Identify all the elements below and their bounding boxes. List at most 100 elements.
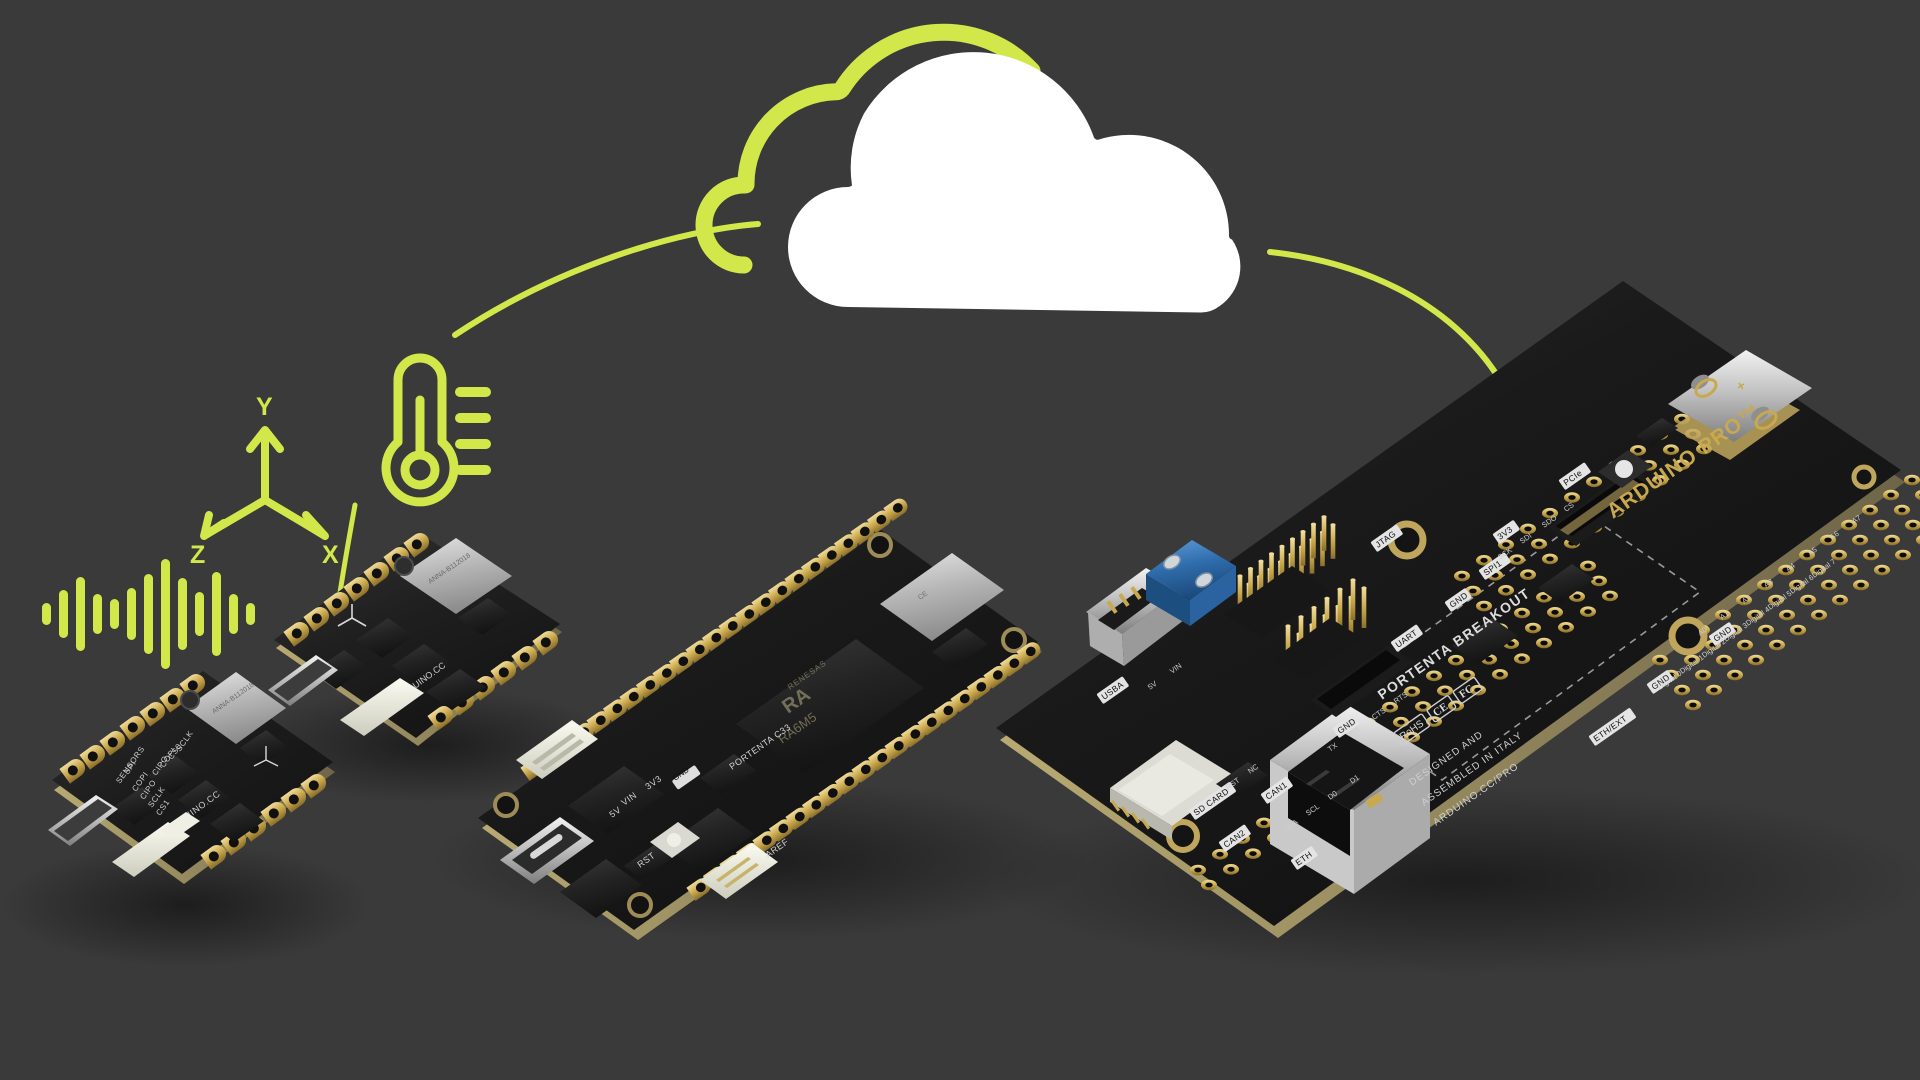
gold-pad xyxy=(1852,534,1868,546)
gold-pad xyxy=(1514,653,1530,664)
cloud-outline-icon xyxy=(695,23,1041,274)
gold-pad xyxy=(1915,490,1920,500)
gold-pad xyxy=(1747,609,1763,621)
screw-terminal-block[interactable] xyxy=(1146,540,1236,626)
gold-pad xyxy=(1520,523,1536,535)
header-pad xyxy=(818,783,843,807)
micro-usb-connector[interactable] xyxy=(268,655,338,706)
header-pin[interactable] xyxy=(1279,544,1285,581)
header-pin[interactable] xyxy=(1311,606,1317,648)
header-pin[interactable] xyxy=(1324,596,1330,639)
nicla-sense-board[interactable]: ANNA-B112018 SPI SENSORS COPI CIPO SCLK … xyxy=(48,670,335,884)
gold-pad xyxy=(1602,590,1618,602)
micro-usb-connector[interactable] xyxy=(48,795,118,846)
silkscreen-axis-icon xyxy=(253,746,279,767)
reset-button[interactable] xyxy=(394,556,414,576)
ic-package xyxy=(1216,418,1678,797)
jst-battery-connector[interactable] xyxy=(516,720,598,779)
silkscreen-pin-label: A0 xyxy=(1696,625,1709,638)
silkscreen-pin-label: A4 xyxy=(1784,561,1797,574)
gold-pad xyxy=(1904,474,1920,486)
portenta-breakout-board[interactable]: + xyxy=(996,281,1920,938)
usb-c-connector[interactable] xyxy=(500,817,594,884)
portenta-c33-board[interactable]: RA RA6M5 RENESAS CE xyxy=(478,496,1044,940)
header-pin[interactable] xyxy=(1350,578,1356,620)
reset-button[interactable] xyxy=(180,690,200,710)
axis-label-z: Z xyxy=(190,541,205,569)
flex-connector[interactable] xyxy=(160,812,200,839)
header-pin[interactable] xyxy=(1321,515,1327,551)
high-density-connector xyxy=(1310,645,1414,717)
gold-pad xyxy=(1736,594,1752,606)
cloud-fill-icon xyxy=(788,52,1241,313)
gold-pad xyxy=(1382,701,1398,713)
mounting-hole xyxy=(867,532,893,558)
led-indicator xyxy=(1365,793,1383,808)
header-pad xyxy=(701,628,726,652)
gold-pad xyxy=(1586,476,1602,488)
axis-label-group: Y Z X xyxy=(190,393,339,569)
header-pad xyxy=(999,654,1024,677)
header-pin[interactable] xyxy=(1268,552,1275,588)
mounting-hole xyxy=(627,892,653,918)
header-pin[interactable] xyxy=(1337,587,1343,630)
header-pin[interactable] xyxy=(1247,567,1254,603)
mounting-hole xyxy=(1001,627,1027,653)
header-pin[interactable] xyxy=(1298,615,1304,657)
header-pad xyxy=(785,807,810,831)
header-pad xyxy=(933,701,958,724)
gold-pad xyxy=(1514,607,1530,619)
reset-button[interactable] xyxy=(650,822,700,858)
nicla-vision-board[interactable]: ANNA-B112018 ARDUINO.CC xyxy=(268,529,562,746)
gold-pad xyxy=(1769,639,1785,651)
gold-pad xyxy=(1685,699,1701,711)
waveform-bar xyxy=(144,574,153,654)
mcu-package: RA RA6M5 RENESAS xyxy=(736,639,924,773)
gold-pad xyxy=(1873,519,1889,531)
gold-pad xyxy=(1393,716,1409,728)
header-pin[interactable] xyxy=(1361,586,1367,628)
board-shadow xyxy=(0,843,370,967)
ble-module: ANNA-B112018 xyxy=(186,672,286,744)
gold-pad xyxy=(1748,654,1764,666)
header-pad xyxy=(917,713,942,736)
silkscreen-pin-label: A1 xyxy=(1718,609,1731,622)
debug-connector[interactable] xyxy=(700,843,778,899)
gold-pad xyxy=(1580,560,1596,572)
ble-module: ANNA-B112018 xyxy=(400,538,512,614)
reset-button[interactable] xyxy=(1598,450,1652,488)
ic-package xyxy=(312,598,512,710)
waveform-bar xyxy=(178,578,187,650)
gold-pad xyxy=(1498,585,1514,596)
header-pad xyxy=(834,772,859,795)
header-pin[interactable] xyxy=(1285,624,1291,666)
header-pad xyxy=(685,640,710,663)
header-pin[interactable] xyxy=(1289,537,1296,573)
gold-pad xyxy=(1404,686,1420,697)
gold-pad xyxy=(1454,570,1470,582)
gold-pad xyxy=(1779,609,1795,621)
header-pin[interactable] xyxy=(1300,530,1306,566)
header-pad xyxy=(833,534,858,557)
gold-pad xyxy=(1884,534,1900,546)
wifi-module: CE xyxy=(880,553,1004,641)
coin-cell-holder[interactable]: + xyxy=(1668,350,1812,460)
header-pin[interactable] xyxy=(1330,523,1336,559)
header-pad xyxy=(983,665,1008,689)
battery-connector[interactable] xyxy=(340,678,424,736)
header-pad xyxy=(602,699,627,722)
gold-pad xyxy=(1652,654,1668,666)
header-pin[interactable] xyxy=(1310,522,1317,559)
gold-pad xyxy=(1459,669,1475,681)
header-pin[interactable] xyxy=(1237,574,1243,610)
high-density-connector xyxy=(1548,468,1660,546)
rj45-ethernet-jack[interactable] xyxy=(1270,704,1430,894)
waveform-bar xyxy=(110,599,119,629)
gold-pad xyxy=(1256,817,1272,829)
audio-waveform-icon xyxy=(42,559,255,669)
header-pad xyxy=(883,498,908,522)
microsd-slot[interactable] xyxy=(1110,740,1238,840)
header-row-left xyxy=(520,498,908,781)
header-pad xyxy=(767,581,792,604)
header-pin[interactable] xyxy=(1258,559,1264,596)
